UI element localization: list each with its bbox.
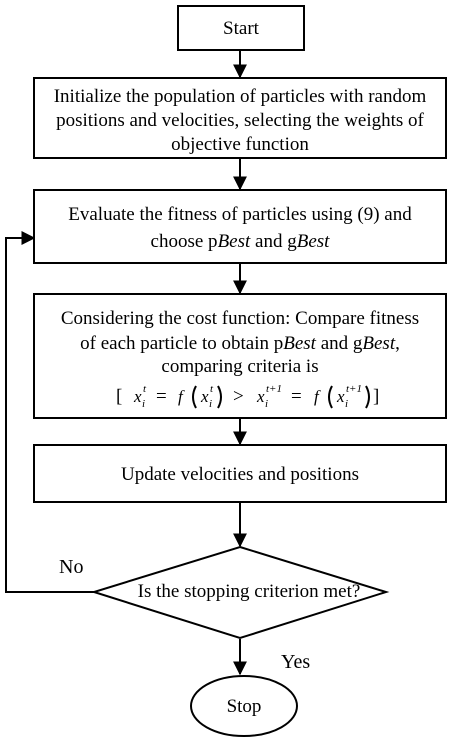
evaluate-line-1: Evaluate the fitness of particles using … [68, 204, 412, 225]
svg-text:=: = [156, 386, 167, 407]
initialize-line-2: positions and velocities, selecting the … [56, 110, 424, 131]
yes-label: Yes [281, 651, 310, 673]
svg-text:x: x [336, 387, 345, 406]
start-node: Start [177, 5, 305, 51]
evaluate-line-2: choose pBest and gBest [151, 231, 331, 252]
svg-text:t+1: t+1 [346, 383, 362, 395]
comparison-formula: [ x t i = f x t i > x t+1 i = f x t+1 i … [116, 383, 379, 410]
initialize-line-1: Initialize the population of particles w… [54, 86, 427, 107]
svg-text:>: > [233, 386, 244, 407]
initialize-line-3: objective function [171, 134, 309, 155]
svg-text:f: f [314, 387, 321, 406]
no-label: No [59, 556, 83, 578]
svg-text:x: x [256, 387, 265, 406]
cost-line-1: Considering the cost function: Compare f… [61, 308, 419, 329]
svg-text:x: x [200, 387, 209, 406]
svg-text:i: i [265, 398, 268, 410]
evaluate-node: Evaluate the fitness of particles using … [33, 189, 447, 264]
svg-text:t+1: t+1 [266, 383, 282, 395]
svg-text:i: i [209, 398, 212, 410]
svg-text:f: f [178, 387, 185, 406]
svg-text:i: i [142, 398, 145, 410]
svg-text:[: [ [116, 386, 122, 407]
cost-line-3: comparing criteria is [161, 356, 318, 377]
svg-text:=: = [291, 386, 302, 407]
svg-text:t: t [210, 383, 214, 395]
start-node-label: Start [223, 18, 260, 39]
edge-decision-no-loop [5, 231, 94, 593]
cost-line-2: of each particle to obtain pBest and gBe… [80, 333, 400, 354]
update-node-label: Update velocities and positions [121, 464, 359, 485]
update-node: Update velocities and positions [33, 444, 447, 503]
stop-node: Stop [190, 675, 298, 737]
svg-text:t: t [143, 383, 147, 395]
initialize-node: Initialize the population of particles w… [33, 77, 447, 159]
svg-text:]: ] [373, 386, 379, 407]
stop-node-label: Stop [227, 696, 262, 717]
svg-text:i: i [345, 398, 348, 410]
svg-text:x: x [133, 387, 142, 406]
cost-function-node: Considering the cost function: Compare f… [33, 293, 447, 419]
decision-node-label: Is the stopping criterion met? [138, 581, 361, 602]
decision-node: Is the stopping criterion met? [90, 545, 390, 640]
